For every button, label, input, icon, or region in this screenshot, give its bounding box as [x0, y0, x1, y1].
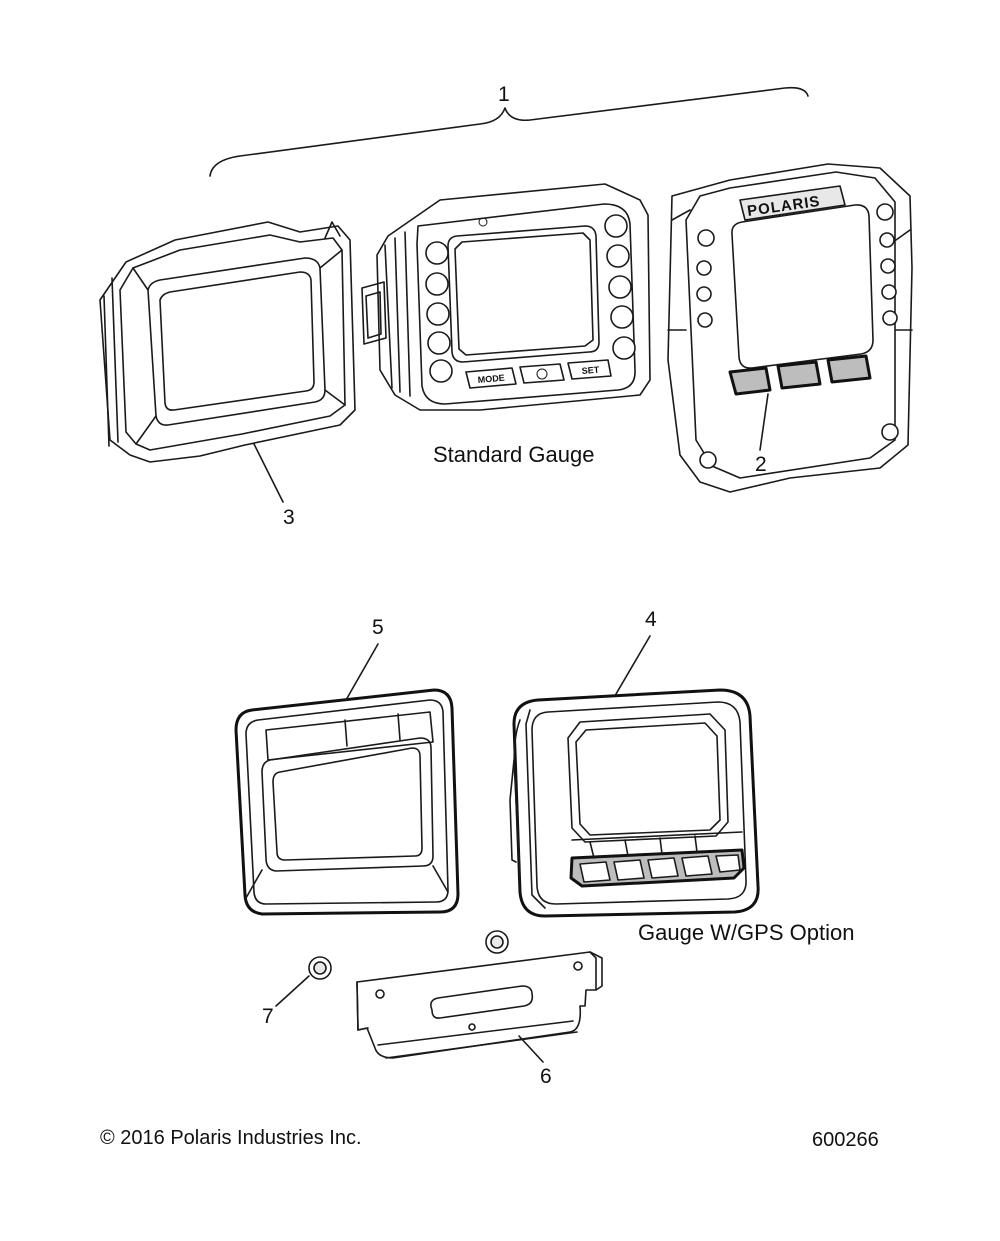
- screw-hole: [696, 286, 712, 302]
- bracket-hole: [375, 989, 385, 999]
- callout-6: 6: [540, 1065, 552, 1088]
- indicator-circle: [606, 244, 630, 268]
- light-sensor-icon: [478, 217, 488, 227]
- right-indicator-column: [604, 214, 636, 360]
- screw-hole: [879, 232, 895, 248]
- callout-4: 4: [645, 608, 657, 631]
- set-button-shape: [567, 359, 612, 380]
- indicator-circle: [429, 359, 453, 383]
- figure-id: 600266: [812, 1129, 879, 1151]
- assembly-bracket: [209, 86, 809, 177]
- callout-7: 7: [262, 1005, 274, 1028]
- indicator-circle: [608, 275, 632, 299]
- leader-2: [759, 393, 769, 451]
- center-button-shape: [519, 363, 565, 384]
- leader-3: [253, 443, 284, 503]
- mode-button-label: MODE: [477, 373, 505, 385]
- screw-hole: [697, 229, 715, 247]
- leader-4: [615, 635, 651, 695]
- leader-7: [275, 975, 310, 1007]
- bezel-screw-holes: [696, 203, 899, 469]
- caption-gps-gauge: Gauge W/GPS Option: [638, 920, 854, 945]
- callout-3: 3: [283, 506, 295, 529]
- indicator-circle: [427, 331, 451, 355]
- callout-1: 1: [498, 83, 510, 106]
- set-button-label: SET: [581, 364, 600, 376]
- screw-hole: [699, 451, 717, 469]
- center-button-icon: [536, 368, 548, 380]
- screw-hole: [696, 260, 712, 276]
- indicator-circle: [426, 302, 450, 326]
- screw-hole: [882, 310, 898, 326]
- indicator-circle: [425, 272, 449, 296]
- indicator-circle: [604, 214, 628, 238]
- screw-hole: [880, 258, 896, 274]
- screw-hole: [697, 312, 713, 328]
- part-3-lens-frame: [99, 221, 356, 463]
- screw-hole: [881, 284, 897, 300]
- nut-inner: [313, 961, 327, 975]
- part-4-gps-gauge: [509, 688, 760, 918]
- nut-inner: [490, 935, 504, 949]
- leader-5: [345, 643, 379, 701]
- bracket-hole: [468, 1023, 476, 1031]
- part-6-bracket: [356, 951, 603, 1059]
- indicator-circle: [610, 305, 634, 329]
- caption-standard-gauge: Standard Gauge: [433, 442, 594, 467]
- mode-button-shape: [465, 367, 517, 389]
- indicator-circle: [612, 336, 636, 360]
- leader-6: [518, 1035, 544, 1063]
- part-2-bezel: POLARIS: [667, 163, 913, 493]
- copyright-text: © 2016 Polaris Industries Inc.: [100, 1127, 362, 1149]
- part-7-nuts: [308, 930, 509, 980]
- indicator-circle: [425, 241, 449, 265]
- screw-hole: [876, 203, 894, 221]
- callout-5: 5: [372, 616, 384, 639]
- left-indicator-column: [425, 241, 453, 383]
- screw-hole: [881, 423, 899, 441]
- callout-2: 2: [755, 453, 767, 476]
- bracket-hole: [573, 961, 583, 971]
- standard-gauge: MODE SET: [361, 183, 651, 411]
- part-5-lens-frame: [234, 688, 460, 916]
